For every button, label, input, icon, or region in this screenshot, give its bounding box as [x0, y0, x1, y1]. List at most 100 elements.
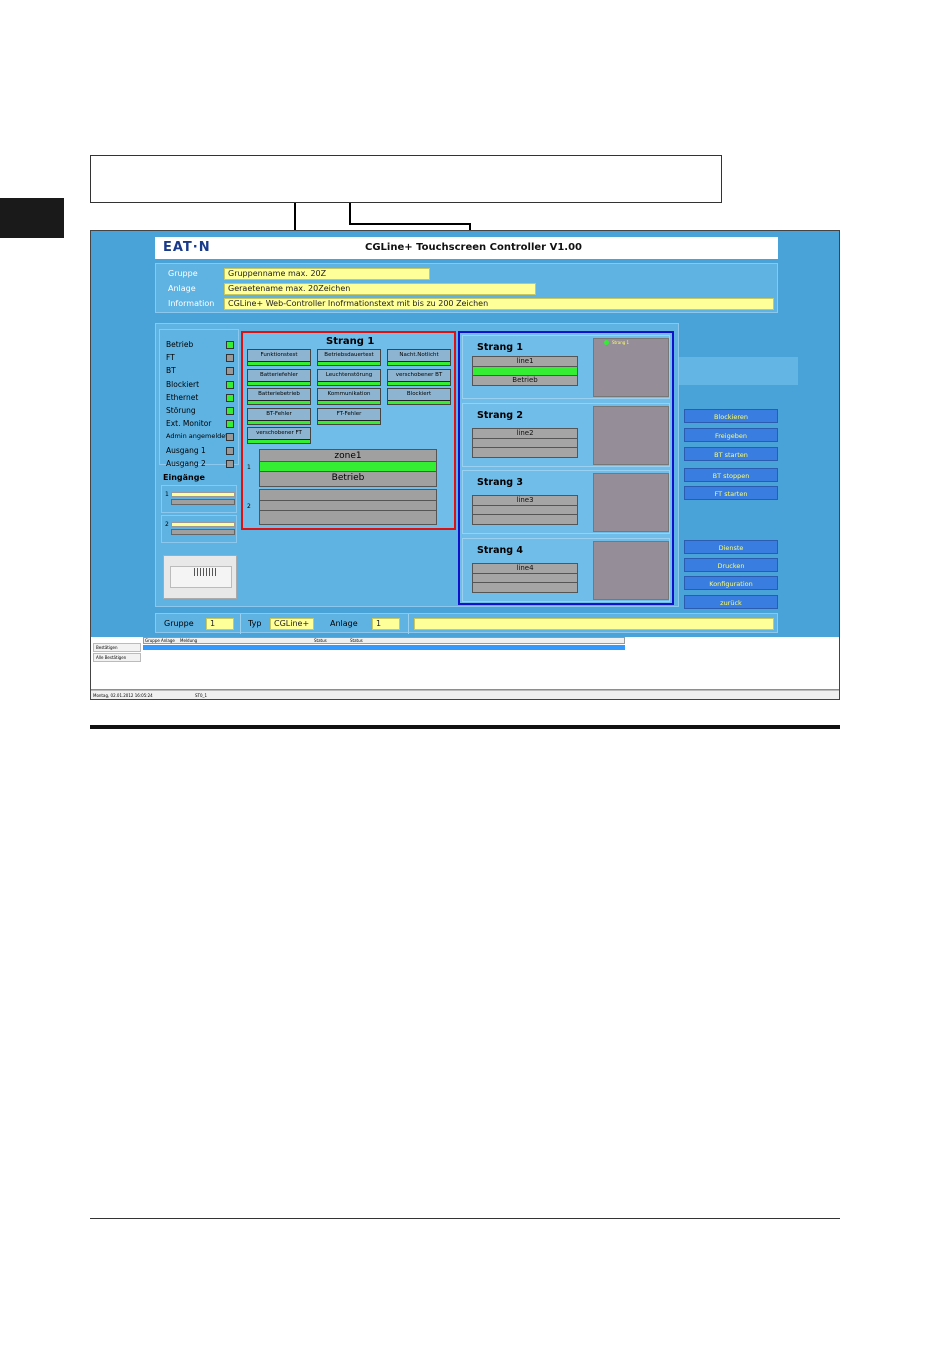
footer-rule — [90, 1218, 840, 1219]
strang-function-button-label: Betriebsdauertest — [324, 352, 374, 358]
strang-function-button-bar — [248, 400, 310, 404]
strang-function-button-bar — [248, 419, 310, 424]
strang-function-button[interactable]: Batteriefehler — [247, 368, 311, 386]
strang-function-button[interactable]: FT-Fehler — [317, 407, 381, 425]
zone1-box[interactable]: zone1 Betrieb — [259, 449, 437, 487]
input-1: 1 — [161, 485, 237, 513]
action-button[interactable]: Blockieren — [684, 409, 778, 423]
strang-line-name: line4 — [473, 564, 577, 574]
bottom-sep-2 — [408, 614, 409, 634]
strang-function-button[interactable]: BT-Fehler — [247, 407, 311, 425]
col-anlage: Anlage — [161, 638, 175, 643]
app-title: CGLine+ Touchscreen Controller V1.00 — [365, 242, 582, 253]
status-item-label: Ethernet — [166, 392, 199, 402]
strang-card[interactable]: Strang 2 line2 — [462, 402, 670, 467]
strang-preview — [593, 405, 669, 465]
anlage-label: Anlage — [168, 284, 196, 293]
action-button[interactable]: zurück — [684, 595, 778, 609]
zone2-box[interactable] — [259, 489, 437, 525]
controller-screenshot: EAT·N CGLine+ Touchscreen Controller V1.… — [90, 230, 840, 700]
strang-preview: Strang 1 — [593, 338, 669, 397]
action-button[interactable]: Freigeben — [684, 428, 778, 442]
strang-function-button[interactable]: Blockiert — [387, 388, 451, 405]
strang-function-button-label: Blockiert — [406, 391, 432, 397]
confirm-all-button[interactable]: Alle Bestätigen — [93, 653, 141, 662]
action-button[interactable]: BT stoppen — [684, 468, 778, 482]
strang-function-button-bar — [248, 361, 310, 365]
strang-function-button-label: Batteriefehler — [260, 371, 298, 378]
log-selected-row[interactable] — [143, 645, 625, 650]
status-indicator — [226, 407, 234, 415]
info-panel: Gruppe Gruppenname max. 20Z Anlage Gerae… — [155, 263, 778, 313]
status-indicator — [226, 420, 234, 429]
bottom-anlage-label: Anlage — [330, 619, 358, 628]
zone-row-1-label: 1 — [247, 464, 251, 471]
figure-rule — [90, 725, 840, 729]
strang-card-title: Strang 4 — [477, 544, 523, 556]
strang-function-button[interactable]: verschobener FT — [247, 427, 311, 444]
bottom-typ-label: Typ — [248, 619, 262, 628]
strang-function-button-bar — [318, 400, 380, 404]
zone2-row-2 — [260, 501, 436, 511]
anlage-field[interactable]: Geraetename max. 20Zeichen — [224, 283, 536, 295]
strang-function-button[interactable]: Leuchtenstörung — [317, 368, 381, 386]
chapter-tab-marker — [0, 198, 64, 238]
status-item-label: Störung — [166, 406, 196, 415]
strang-line-status — [473, 583, 577, 592]
strang-function-button-bar — [248, 380, 310, 385]
zone-row-2-label: 2 — [247, 503, 251, 510]
zone2-row-1 — [260, 490, 436, 501]
zone1-name: zone1 — [260, 450, 436, 462]
action-button[interactable]: Konfiguration — [684, 576, 778, 590]
input-2: 2 — [161, 515, 237, 543]
strang-card[interactable]: Strang 4 line4 — [462, 537, 670, 602]
bottom-gruppe-field: 1 — [206, 618, 234, 630]
input-1-number: 1 — [165, 491, 169, 498]
action-button[interactable]: FT starten — [684, 486, 778, 500]
status-item-label: Ausgang 1 — [166, 445, 206, 455]
bottom-message-field — [414, 618, 774, 630]
status-indicator — [226, 380, 234, 389]
strang-function-button[interactable]: Nacht.Notlicht — [387, 349, 451, 366]
col-meldung: Meldung — [180, 638, 198, 643]
strang-card-title: Strang 3 — [477, 477, 523, 488]
input-1-bar — [171, 492, 235, 497]
strang-line-status: Betrieb — [512, 376, 538, 384]
strang-function-button[interactable]: Betriebsdauertest — [317, 349, 381, 366]
strang-line-active-bar — [473, 439, 577, 448]
strang-function-button-label: Kommunikation — [327, 391, 371, 397]
title-bar: EAT·N CGLine+ Touchscreen Controller V1.… — [155, 237, 778, 259]
zone1-status: Betrieb — [331, 473, 365, 483]
strang-function-button[interactable]: Funktionstest — [247, 349, 311, 366]
strang-line-active-bar — [473, 506, 577, 515]
device-image — [163, 555, 237, 599]
action-button[interactable]: Drucken — [684, 558, 778, 572]
gruppe-field[interactable]: Gruppenname max. 20Z — [224, 268, 430, 280]
strang-function-button[interactable]: Kommunikation — [317, 388, 381, 405]
strang-function-button-bar — [318, 380, 380, 385]
strang-function-button[interactable]: Batteriebetrieb — [247, 388, 311, 405]
strang-function-button[interactable]: verschobener BT — [387, 368, 451, 386]
action-button[interactable]: BT starten — [684, 447, 778, 461]
strang-function-button-bar — [318, 361, 380, 365]
bottom-typ-field: CGLine+ — [270, 618, 314, 630]
strang-detail-title: Strang 1 — [326, 336, 375, 347]
strang-line-status — [473, 515, 577, 524]
callout-box — [90, 155, 722, 203]
preview-status-dot — [604, 340, 609, 345]
information-field[interactable]: CGLine+ Web-Controller Inofrmationstext … — [224, 298, 774, 310]
confirm-button[interactable]: Bestätigen — [93, 643, 141, 652]
strang-preview-label: Strang 1 — [612, 340, 630, 345]
strang-function-button-bar — [388, 361, 450, 365]
status-item-label: Admin angemeldet — [166, 432, 228, 441]
status-item-label: Betrieb — [166, 340, 194, 349]
strang-function-button-label: Nacht.Notlicht — [399, 352, 439, 358]
strang-card-title: Strang 2 — [477, 409, 523, 421]
action-button[interactable]: Dienste — [684, 540, 778, 554]
strang-line-name: line2 — [473, 429, 577, 439]
status-bar-code: ST0_1 — [195, 693, 208, 698]
